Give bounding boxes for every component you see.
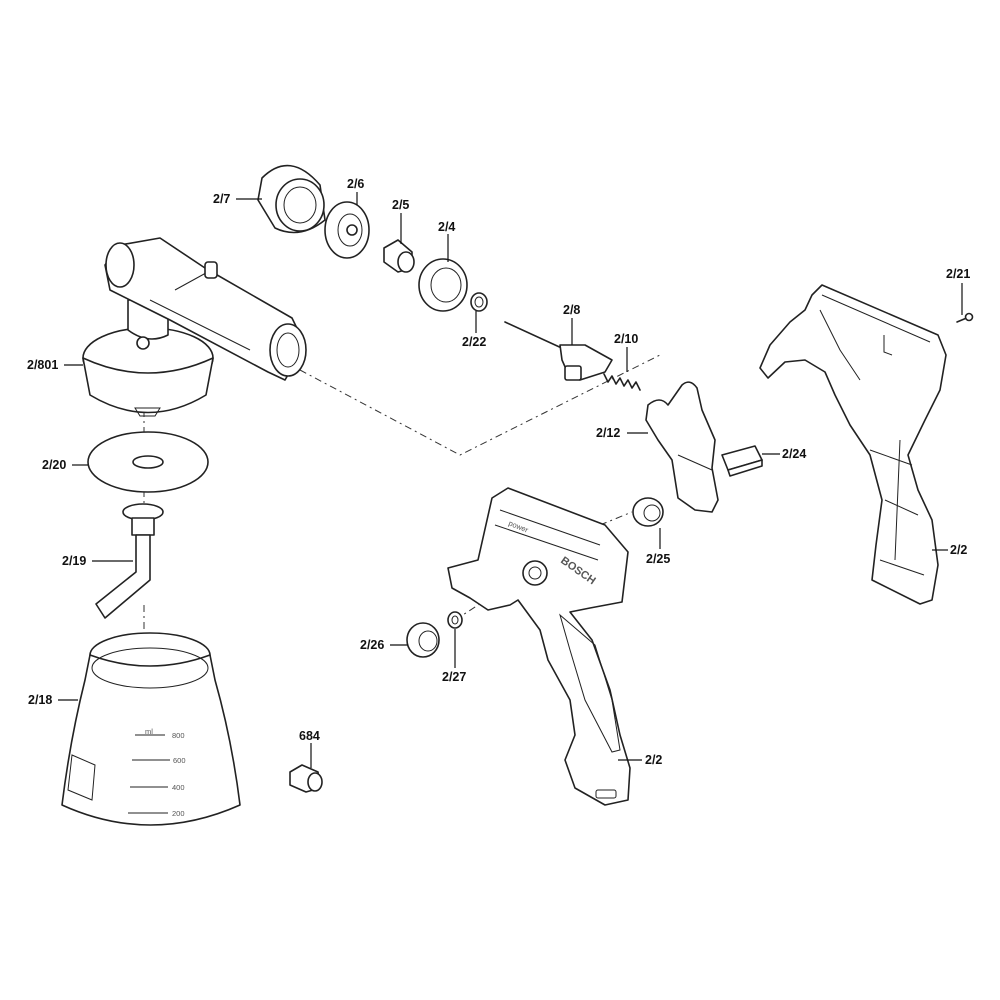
label-2-6: 2/6 [347, 177, 364, 191]
label-2-2-front: 2/2 [645, 753, 662, 767]
part-2-2-rear-handle[interactable] [759, 284, 947, 605]
part-2-25-knob[interactable] [632, 497, 664, 527]
part-2-22-o-ring[interactable] [470, 292, 488, 312]
part-684-nozzle[interactable] [289, 764, 323, 793]
part-labels: 2/7 2/6 2/5 2/4 2/22 2/8 2/10 2/12 2/24 … [27, 177, 970, 767]
scale-unit: ml [145, 727, 153, 736]
label-2-2-rear: 2/2 [950, 543, 967, 557]
leader-lines [58, 192, 963, 768]
label-2-5: 2/5 [392, 198, 409, 212]
label-2-19: 2/19 [62, 554, 86, 568]
part-2-4-ring[interactable] [418, 258, 468, 312]
part-2-27-washer[interactable] [447, 611, 463, 629]
label-2-801: 2/801 [27, 358, 58, 372]
part-2-19-suction-tube[interactable] [95, 503, 164, 619]
label-2-20: 2/20 [42, 458, 66, 472]
label-2-26: 2/26 [360, 638, 384, 652]
label-2-21: 2/21 [946, 267, 970, 281]
part-2-26-knob[interactable] [406, 622, 440, 658]
part-2-7-union-nut[interactable] [257, 164, 326, 234]
part-2-24-block[interactable] [721, 445, 763, 477]
label-2-27: 2/27 [442, 670, 466, 684]
scale-800: 800 [172, 731, 185, 740]
label-2-7: 2/7 [213, 192, 230, 206]
part-2-5-nozzle[interactable] [383, 239, 415, 273]
part-2-20-seal-disc[interactable] [87, 431, 209, 493]
part-2-18-paint-container[interactable]: 800 600 400 200 ml [61, 632, 241, 826]
label-2-18: 2/18 [28, 693, 52, 707]
label-2-25: 2/25 [646, 552, 670, 566]
part-2-12-trigger[interactable] [645, 381, 719, 513]
scale-200: 200 [172, 809, 185, 818]
label-2-22: 2/22 [462, 335, 486, 349]
part-2-10-spring[interactable] [603, 373, 641, 391]
part-2-21-screw[interactable] [956, 312, 974, 323]
label-2-8: 2/8 [563, 303, 580, 317]
part-2-6-air-cap[interactable] [324, 201, 370, 259]
part-2-2-front-handle[interactable]: BOSCH power [447, 487, 631, 806]
label-684: 684 [299, 729, 320, 743]
scale-600: 600 [173, 756, 186, 765]
label-2-10: 2/10 [614, 332, 638, 346]
label-2-12: 2/12 [596, 426, 620, 440]
label-2-24: 2/24 [782, 447, 806, 461]
part-2-801-spray-head[interactable] [82, 237, 307, 417]
scale-400: 400 [172, 783, 185, 792]
label-2-4: 2/4 [438, 220, 455, 234]
part-2-8-needle[interactable] [504, 321, 613, 381]
